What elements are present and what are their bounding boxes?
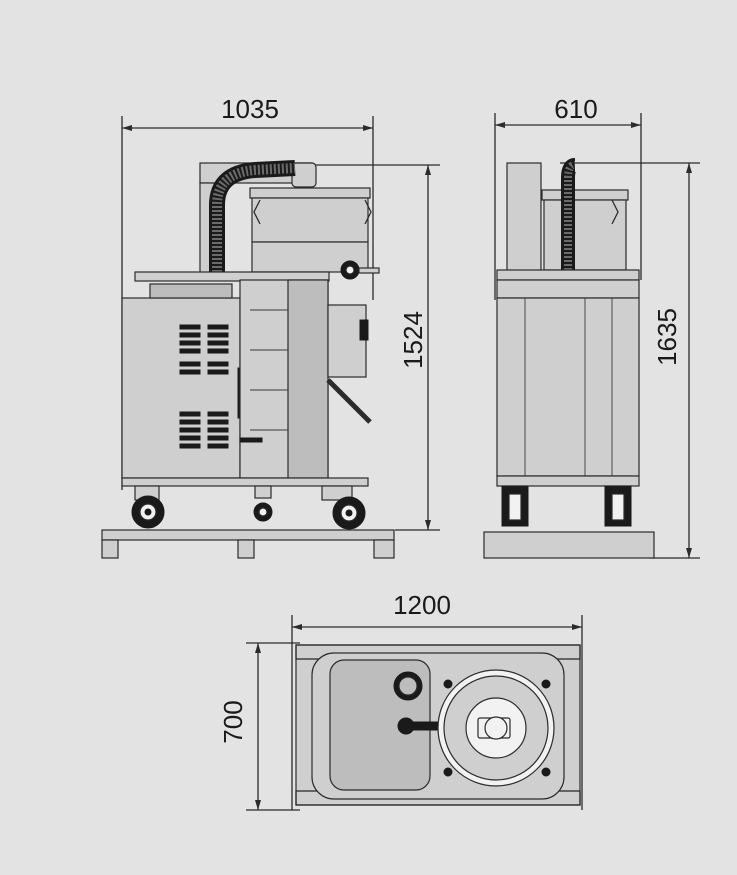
front-height-dimension: 1524 [310, 164, 440, 531]
front-pallet [101, 529, 395, 559]
top-depth-dimension: 700 [218, 642, 300, 811]
front-view: 1035 1524 [101, 94, 440, 559]
front-hose [209, 160, 296, 272]
side-height-label: 1635 [652, 308, 682, 366]
top-length-dimension: 1200 [291, 590, 583, 810]
top-depth-label: 700 [218, 700, 248, 743]
side-width-label: 610 [554, 94, 597, 124]
front-wheels [131, 485, 366, 530]
side-height-dimension: 1635 [560, 162, 700, 559]
front-vents [179, 324, 229, 449]
side-view: 610 1635 [483, 94, 700, 559]
side-width-dimension: 610 [494, 94, 642, 300]
top-length-label: 1200 [393, 590, 451, 620]
front-height-label: 1524 [398, 311, 428, 369]
top-view: 1200 700 [218, 590, 583, 811]
front-width-label: 1035 [221, 94, 279, 124]
